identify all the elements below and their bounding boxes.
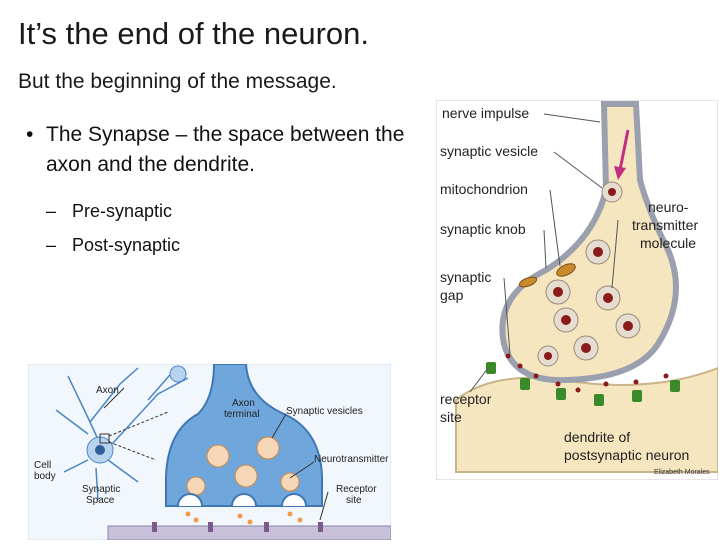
neurotransmitter-icon bbox=[633, 379, 639, 385]
slide-title: It’s the end of the neuron. bbox=[18, 16, 370, 51]
label-neurotransmitter-line2: transmitter bbox=[632, 217, 698, 233]
zoom-box-icon bbox=[99, 433, 110, 444]
neurotransmitter-icon bbox=[581, 343, 591, 353]
synapse-diagram: nerve impulse synaptic vesicle mitochond… bbox=[435, 99, 719, 481]
neurotransmitter-icon bbox=[575, 387, 581, 393]
vesicle-icon bbox=[186, 476, 206, 496]
neuron-sketch bbox=[55, 367, 189, 501]
sub-bullet-item: –Pre-synaptic bbox=[46, 194, 436, 228]
label-dendrite-line2: postsynaptic neuron bbox=[564, 447, 689, 463]
vesicle-icon bbox=[256, 436, 280, 460]
neurotransmitter-icon bbox=[603, 381, 609, 387]
receptor-icon bbox=[556, 388, 566, 400]
sub-bullet-item: –Post-synaptic bbox=[46, 228, 436, 262]
label-neurotransmitter-line1: neuro- bbox=[648, 199, 689, 215]
nucleus-icon bbox=[95, 445, 105, 455]
vesicle-icon bbox=[234, 464, 258, 488]
label-neurotransmitter-line3: molecule bbox=[640, 235, 696, 251]
neurotransmitter-icon bbox=[608, 188, 616, 196]
impulse-arrow-icon bbox=[618, 129, 630, 171]
label-cell-body-line1: Cell bbox=[34, 460, 51, 471]
label-synaptic-vesicle: synaptic vesicle bbox=[440, 143, 538, 159]
neurotransmitter-icon bbox=[533, 373, 539, 379]
synaptic-knob-shape bbox=[499, 101, 679, 384]
zoom-lines bbox=[108, 411, 169, 461]
bullet-text: The Synapse – the space between the axon… bbox=[46, 123, 405, 176]
label-synaptic-gap-line2: gap bbox=[440, 287, 464, 303]
sub-bullet-text: Post-synaptic bbox=[72, 235, 181, 255]
leader-lines bbox=[469, 113, 619, 393]
receptor-icon bbox=[594, 394, 604, 406]
label-axon-terminal-line2: terminal bbox=[224, 409, 260, 420]
receptor-icons bbox=[152, 522, 323, 532]
label-receptor-site-line2: site bbox=[440, 409, 462, 425]
synapse-diagram-svg: nerve impulse synaptic vesicle mitochond… bbox=[435, 99, 719, 481]
axon-terminal-diagram-svg: Axon Axon terminal Synaptic vesicles Cel… bbox=[27, 363, 392, 541]
neurotransmitter-icon bbox=[555, 381, 561, 387]
neurotransmitter-icon bbox=[663, 373, 669, 379]
vesicle-icon bbox=[280, 472, 300, 492]
neurotransmitter-icon bbox=[603, 293, 613, 303]
label-axon-terminal-line1: Axon bbox=[232, 398, 255, 409]
open-vesicle-icon bbox=[281, 493, 307, 507]
label-receptor-site-line1: receptor bbox=[440, 391, 492, 407]
label-axon: Axon bbox=[96, 385, 119, 396]
receptor-icon bbox=[486, 362, 496, 374]
neurotransmitter-icon bbox=[544, 352, 552, 360]
leader-lines bbox=[103, 387, 329, 521]
impulse-arrowhead-icon bbox=[614, 166, 626, 180]
dash-icon: – bbox=[46, 201, 57, 221]
open-vesicle-icon bbox=[231, 493, 257, 507]
label-neurotransmitter: Neurotransmitter bbox=[314, 454, 389, 465]
slide-subtitle: But the beginning of the message. bbox=[18, 70, 337, 93]
neurotransmitter-icon bbox=[561, 315, 571, 325]
dash-icon: – bbox=[46, 235, 57, 255]
label-mitochondrion: mitochondrion bbox=[440, 181, 528, 197]
open-vesicle-icon bbox=[177, 493, 203, 507]
mitochondrion-icon bbox=[556, 263, 576, 277]
bullet-item: • The Synapse – the space between the ax… bbox=[26, 120, 436, 180]
bullet-list: • The Synapse – the space between the ax… bbox=[26, 120, 436, 262]
sub-bullet-text: Pre-synaptic bbox=[72, 201, 173, 221]
axon-terminal-shape bbox=[165, 363, 323, 507]
mitochondrion-icon bbox=[518, 276, 538, 288]
axon-terminal-diagram: Axon Axon terminal Synaptic vesicles Cel… bbox=[27, 363, 392, 541]
label-credit: Elizabeth Morales bbox=[654, 469, 710, 476]
receptor-icon bbox=[520, 378, 530, 390]
label-receptor-site-line1: Receptor bbox=[336, 484, 377, 495]
label-cell-body-line2: body bbox=[34, 471, 56, 482]
neighbor-cell-icon bbox=[169, 365, 187, 383]
neurotransmitter-icon bbox=[505, 353, 511, 359]
label-receptor-site-line2: site bbox=[346, 495, 362, 506]
label-dendrite-line1: dendrite of bbox=[564, 429, 630, 445]
label-synaptic-space-line2: Space bbox=[86, 495, 115, 506]
neurotransmitter-icon bbox=[517, 363, 523, 369]
receptor-icon bbox=[670, 380, 680, 392]
label-nerve-impulse: nerve impulse bbox=[442, 105, 529, 121]
neurotransmitter-icon bbox=[623, 321, 633, 331]
vesicle-icon bbox=[206, 444, 230, 468]
bullet-dot-icon: • bbox=[26, 123, 34, 146]
neurotransmitter-icon bbox=[553, 287, 563, 297]
label-synaptic-knob: synaptic knob bbox=[440, 221, 526, 237]
label-synaptic-gap-line1: synaptic bbox=[440, 269, 491, 285]
label-synaptic-vesicles: Synaptic vesicles bbox=[286, 406, 363, 417]
neurotransmitter-icon bbox=[593, 247, 603, 257]
receptor-icon bbox=[632, 390, 642, 402]
neurotransmitter-dots bbox=[185, 511, 303, 525]
sub-bullet-list: –Pre-synaptic –Post-synaptic bbox=[46, 194, 436, 262]
label-synaptic-space-line1: Synaptic bbox=[82, 484, 120, 495]
postsynaptic-membrane bbox=[107, 525, 392, 541]
